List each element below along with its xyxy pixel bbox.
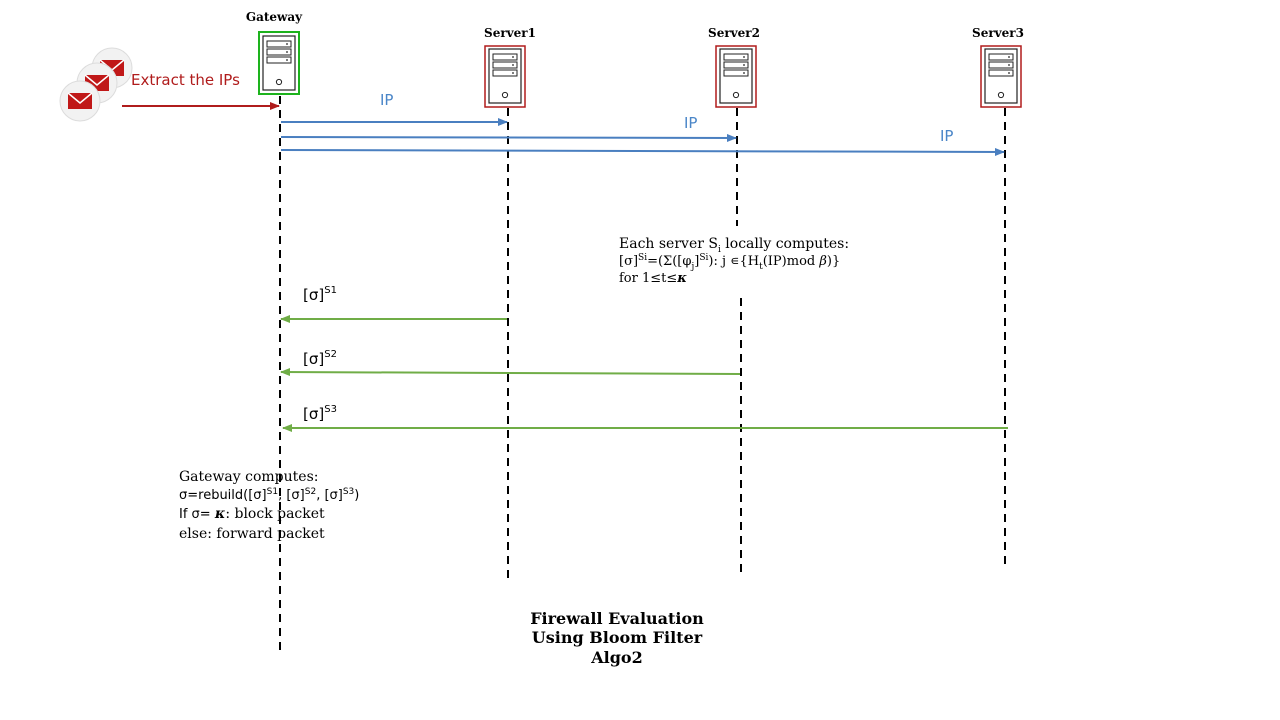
gw-note-line3: If σ= κ: block packet <box>179 506 325 522</box>
note-line2-beta: β <box>818 254 827 269</box>
note-line1-sub: i <box>718 245 721 255</box>
sigma-label-s1: [σ]S1 <box>303 285 337 304</box>
gw-note-line4: else: forward packet <box>179 526 325 542</box>
note-line2-sub: j <box>690 262 694 272</box>
ip-label-server3: IP <box>940 127 953 145</box>
gw-note-line2: σ=rebuild([σ]S1, [σ]S2, [σ]S3) <box>179 487 359 503</box>
note-line2-a: [σ] <box>619 254 638 269</box>
mail-icon-front <box>59 80 101 122</box>
sigma-label-s3: [σ]S3 <box>303 404 337 423</box>
gw-note-line1: Gateway computes: <box>179 469 318 485</box>
note-line1-b: locally computes: <box>721 236 849 252</box>
note-line2-sup: Si <box>638 253 647 263</box>
ip-arrow-server2 <box>280 133 737 142</box>
server-compute-note: Each server Si locally computes: [σ]Si=(… <box>619 236 849 286</box>
note-line2-sub2: t <box>759 262 763 272</box>
svg-text:Each server Si locally compute: Each server Si locally computes: <box>619 236 849 255</box>
ip-label-server2: IP <box>684 114 697 132</box>
note-line2-sup2: ] <box>694 254 699 269</box>
extract-label: Extract the IPs <box>131 71 240 89</box>
server3-title: Server3 <box>972 26 1024 40</box>
note-line3-kappa: κ <box>676 271 687 286</box>
ip-label-server1: IP <box>380 91 393 109</box>
note-line1-a: Each server S <box>619 236 718 252</box>
svg-text:for 1≤t≤κ: for 1≤t≤κ <box>619 271 687 286</box>
ip-arrow-server3 <box>280 147 1005 156</box>
note-line2-c: ): j ∊{H <box>708 254 759 269</box>
server3-server-icon <box>980 45 1022 108</box>
note-line2-e: )} <box>827 254 840 269</box>
gateway-title: Gateway <box>246 10 303 24</box>
note-line2-sup3: Si <box>699 253 708 263</box>
note-line2-d: (IP)mod <box>763 254 820 269</box>
server1-server-icon <box>484 45 526 108</box>
server1-title: Server1 <box>484 26 536 40</box>
gateway-server-icon <box>258 31 300 95</box>
caption-line2: Using Bloom Filter <box>532 628 703 647</box>
server2-title: Server2 <box>708 26 760 40</box>
sigma-arrow-s2 <box>280 368 741 377</box>
sigma-label-s2: [σ]S2 <box>303 349 337 368</box>
caption-line1: Firewall Evaluation <box>530 609 704 628</box>
gateway-compute-note: Gateway computes: σ=rebuild([σ]S1, [σ]S2… <box>179 469 359 542</box>
note-line2-b: =(Σ([φ <box>647 254 691 269</box>
caption-line3: Algo2 <box>590 648 642 667</box>
note-line3-a: for 1≤t≤ <box>619 271 677 286</box>
server2-server-icon <box>715 45 757 108</box>
svg-text:[σ]Si=(Σ([φj]Si): j ∊{Ht(IP)mo: [σ]Si=(Σ([φj]Si): j ∊{Ht(IP)mod β)} <box>619 253 840 272</box>
